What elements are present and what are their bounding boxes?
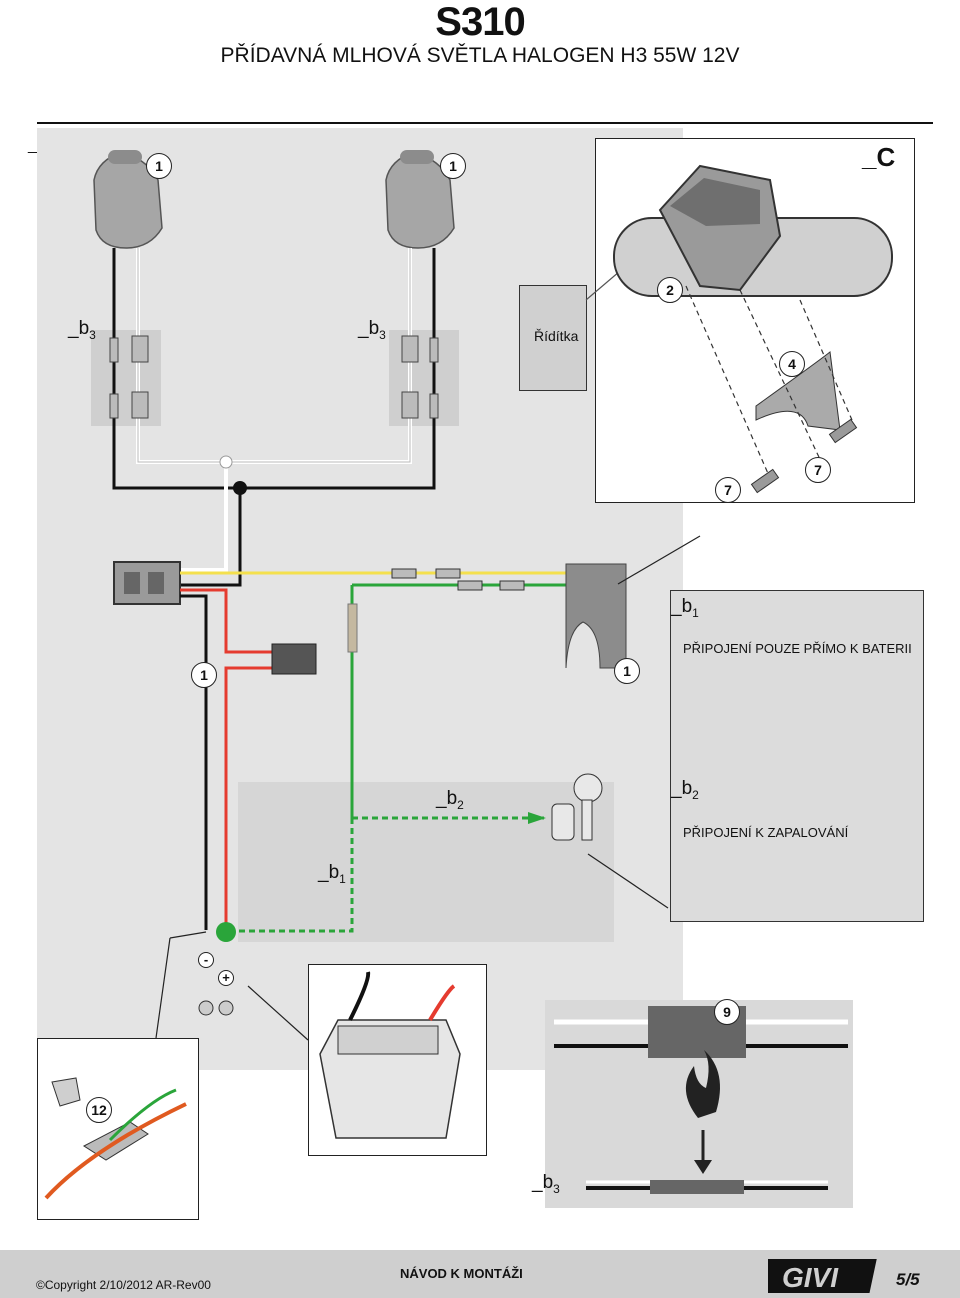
copyright-text: ©Copyright 2/10/2012 AR-Rev00	[36, 1278, 211, 1292]
callout-splice: 12	[86, 1097, 112, 1123]
givi-logo-text: GIVI	[782, 1262, 839, 1293]
b1-info-box	[670, 590, 924, 922]
label-b3-right: _b3	[358, 318, 386, 342]
section-c-label: _C	[862, 142, 896, 172]
lamp-wires	[112, 248, 436, 587]
inline-connectors	[391, 568, 525, 591]
ignition-leader	[587, 853, 669, 909]
switch-wires	[180, 571, 566, 933]
clamp-dash-lines	[685, 285, 853, 479]
b1-info-text: PŘIPOJENÍ POUZE PŘÍMO K BATERII	[683, 641, 912, 656]
splice-leader	[169, 931, 207, 939]
label-b3-bottom: _b3	[532, 1172, 560, 1196]
red-wires	[180, 588, 272, 930]
callout-relay: 1	[191, 662, 217, 688]
black-ground-wire	[180, 594, 208, 930]
callout-screw-right: 7	[805, 457, 831, 483]
handlebar-label: Řídítka	[534, 328, 579, 344]
battery-leader	[247, 985, 309, 1041]
callout-clamp: 2	[657, 277, 683, 303]
label-b3-left: _b3	[68, 318, 96, 342]
label-b2-wire: _b2	[436, 788, 464, 812]
page-subtitle: PŘÍDAVNÁ MLHOVÁ SVĚTLA HALOGEN H3 55W 12…	[220, 44, 740, 67]
wire-sleeve	[347, 603, 358, 653]
left-connector-area	[91, 330, 161, 426]
callout-lamp-right: 1	[440, 153, 466, 179]
handlebar-clamp	[613, 164, 893, 431]
splice-connector	[44, 1077, 187, 1200]
page-number: 5/5	[896, 1270, 920, 1289]
black-junction	[233, 481, 247, 495]
white-junction	[219, 455, 233, 469]
lamp-connectors	[109, 335, 439, 419]
b2-info-title: _b2	[671, 778, 699, 802]
b2-ignition-area	[238, 782, 614, 942]
fog-lamp-right	[385, 150, 455, 249]
battery-terminals	[198, 1000, 234, 1016]
switch-leader	[617, 535, 701, 585]
handlebar-tag	[519, 285, 587, 391]
page-title: S310	[435, 0, 525, 44]
givi-logo: GIVI	[768, 1259, 877, 1293]
label-b1-wire: _b1	[318, 862, 346, 886]
callout-lamp-left: 1	[146, 153, 172, 179]
battery	[319, 971, 461, 1139]
handlebar-switch	[565, 563, 627, 669]
manual-label: NÁVOD K MONTÁŽI	[400, 1266, 523, 1281]
green-junction	[216, 922, 236, 942]
right-connector-area	[389, 330, 459, 426]
solder-joint	[554, 1006, 848, 1194]
splice-leader-2	[155, 937, 171, 1039]
callout-solder: 9	[714, 999, 740, 1025]
battery-plus-label: +	[218, 970, 234, 986]
b2-info-text: PŘIPOJENÍ K ZAPALOVÁNÍ	[683, 825, 849, 840]
battery-minus-label: -	[198, 952, 214, 968]
callout-switch: 1	[614, 658, 640, 684]
ignition-arrow	[528, 812, 546, 824]
callout-screw-left: 7	[715, 477, 741, 503]
callout-bracket: 4	[779, 351, 805, 377]
wiring-diagram	[44, 150, 893, 1200]
fuse-holder	[271, 643, 317, 675]
header-rule	[37, 122, 933, 124]
fog-lamp-left	[93, 150, 163, 249]
relay-block	[113, 561, 181, 605]
b1-info-title: _b1	[671, 596, 699, 620]
screws	[750, 418, 858, 494]
ignition-key	[551, 773, 603, 841]
